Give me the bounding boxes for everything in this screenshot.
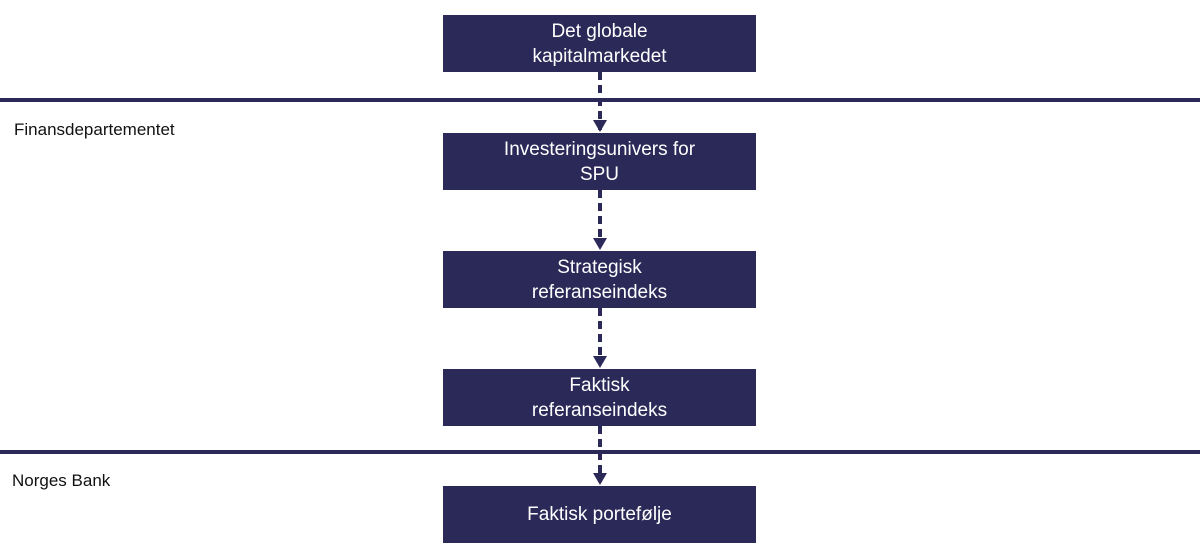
node-label-line2: SPU: [579, 163, 620, 185]
node-actual-portfolio: Faktisk portefølje: [443, 486, 756, 543]
node-label-line1: Faktisk portefølje: [527, 504, 672, 525]
node-global-capital-market: Det globale kapitalmarkedet: [443, 15, 756, 72]
arrowhead-4: [593, 473, 607, 485]
node-label-line1: Strategisk: [557, 256, 642, 278]
zone-label-finansdepartementet: Finansdepartementet: [14, 120, 175, 139]
zone-label-norges-bank: Norges Bank: [12, 471, 111, 490]
node-label-line2: referanseindeks: [531, 281, 668, 303]
node-actual-benchmark: Faktisk referanseindeks: [443, 369, 756, 426]
node-label-line1: Faktisk: [569, 374, 630, 396]
node-label-line1: Investeringsunivers for: [503, 138, 696, 160]
arrowhead-3: [593, 356, 607, 368]
zone-divider-top: [0, 98, 1200, 102]
arrowhead-1: [593, 120, 607, 132]
node-strategic-benchmark: Strategisk referanseindeks: [443, 251, 756, 308]
node-label-line2: referanseindeks: [531, 399, 668, 421]
zone-divider-bottom: [0, 450, 1200, 454]
node-label-line1: Det globale: [551, 20, 648, 42]
node-label-line2: kapitalmarkedet: [532, 45, 667, 67]
arrowhead-2: [593, 238, 607, 250]
node-investment-universe: Investeringsunivers for SPU: [443, 133, 756, 190]
